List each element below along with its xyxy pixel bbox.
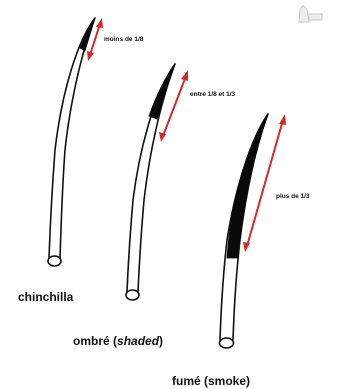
tip-label-fume: plus de 1/3 bbox=[276, 193, 310, 200]
hair-name-ombre: ombré (shaded) bbox=[73, 334, 163, 348]
arrow-ombre bbox=[159, 70, 188, 142]
hair-shaft-fume bbox=[220, 114, 268, 340]
hair-name-ombre-emphasis: shaded bbox=[117, 334, 160, 348]
tip-label-ombre: entre 1/8 et 1/3 bbox=[190, 91, 236, 98]
hair-shaft-ombre bbox=[127, 64, 175, 292]
hair-root-fume bbox=[220, 338, 234, 348]
hair-name-fume-main: fumé ( bbox=[172, 374, 208, 388]
hair-fume bbox=[220, 114, 269, 348]
hair-root-ombre bbox=[126, 290, 139, 300]
hair-name-ombre-suffix: ) bbox=[159, 334, 163, 348]
hair-name-ombre-main: ombré ( bbox=[73, 334, 117, 348]
hair-name-fume-suffix: ) bbox=[246, 374, 250, 388]
hair-name-fume: fumé (smoke) bbox=[172, 374, 250, 388]
arrow-chinchilla bbox=[87, 18, 103, 61]
hair-root-chinchilla bbox=[48, 256, 61, 266]
hair-tip-ombre bbox=[149, 64, 175, 119]
corner-mark bbox=[299, 6, 322, 22]
tip-label-chinchilla: moins de 1/8 bbox=[104, 36, 144, 43]
hair-name-fume-emphasis: smoke bbox=[208, 374, 246, 388]
hair-tip-fume bbox=[227, 114, 268, 258]
hair-ombre bbox=[126, 64, 175, 300]
hair-name-chinchilla: chinchilla bbox=[18, 290, 74, 304]
